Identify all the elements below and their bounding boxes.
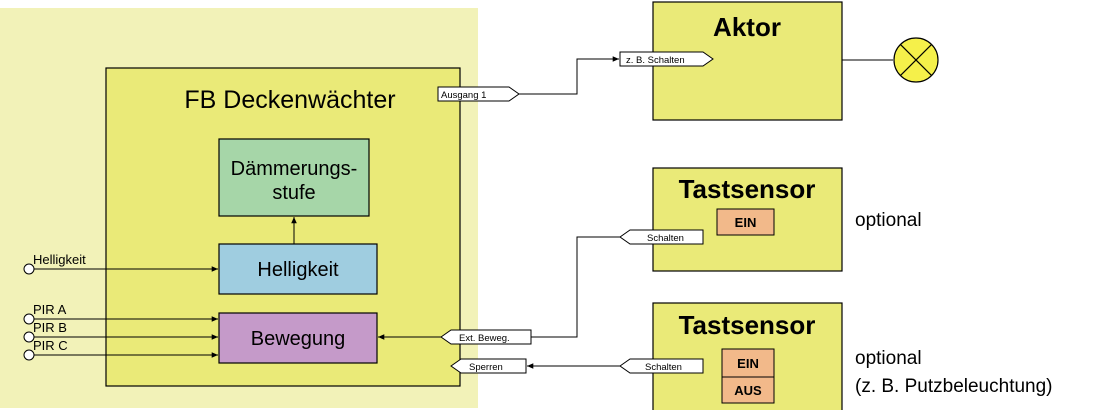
fb-title: FB Deckenwächter [184, 86, 395, 114]
ext-beweg-port-label: Ext. Beweg. [459, 333, 510, 344]
input-pir-a-label: PIR A [33, 302, 67, 317]
ausgang1-port [437, 86, 520, 102]
aktor-input-port [619, 51, 714, 67]
tastsensor2-ein-button[interactable] [721, 348, 775, 378]
tastsensor2-port [619, 358, 704, 374]
tastsensor1-ein-button[interactable] [716, 208, 775, 236]
bewegung-block-label: Bewegung [251, 328, 346, 350]
tastsensor2-aus-button[interactable] [721, 376, 775, 404]
aktor-input-port-label: z. B. Schalten [626, 55, 685, 66]
tastsensor1-ein-label: EIN [735, 215, 757, 230]
input-pir-b-label: PIR B [33, 320, 67, 335]
input-helligkeit: Helligkeit [23, 252, 218, 275]
bewegung-block [218, 312, 378, 364]
tastsensor1-title: Tastsensor [679, 174, 816, 204]
sperren-port [450, 358, 527, 374]
input-pir-c: PIR C [23, 338, 218, 361]
input-pir-c-label: PIR C [33, 338, 68, 353]
tastsensor1-block [652, 167, 843, 272]
tastsensor1-port [619, 229, 704, 245]
sperren-port-label: Sperren [469, 362, 503, 373]
tastsensor2-ein-label: EIN [737, 356, 759, 371]
daemmerung-label-line2: stufe [272, 182, 315, 204]
ausgang-to-aktor-wire [519, 56, 619, 95]
input-pir-b: PIR B [23, 320, 218, 343]
tastsensor2-port-label: Schalten [645, 362, 682, 373]
input-pir-a: PIR A [23, 302, 218, 325]
helligkeit-block-label: Helligkeit [257, 259, 339, 281]
tastsensor2-note-line1: optional [855, 348, 922, 369]
tastsensor1-note: optional [855, 210, 922, 231]
tastsensor2-title: Tastsensor [679, 310, 816, 340]
lamp-icon [893, 37, 939, 83]
helligkeit-block [218, 243, 378, 295]
tastsensor2-note-line2: (z. B. Putzbeleuchtung) [855, 376, 1053, 397]
tastsensor1-port-label: Schalten [647, 233, 684, 244]
input-helligkeit-label: Helligkeit [33, 252, 86, 267]
aktor-title: Aktor [713, 12, 781, 42]
ausgang1-port-label: Ausgang 1 [441, 90, 486, 101]
daemmerung-label-line1: Dämmerungs- [231, 158, 358, 180]
tastsensor1-to-ext-wire [531, 236, 620, 338]
daemmerung-block [218, 138, 370, 217]
tastsensor2-aus-label: AUS [734, 383, 762, 398]
